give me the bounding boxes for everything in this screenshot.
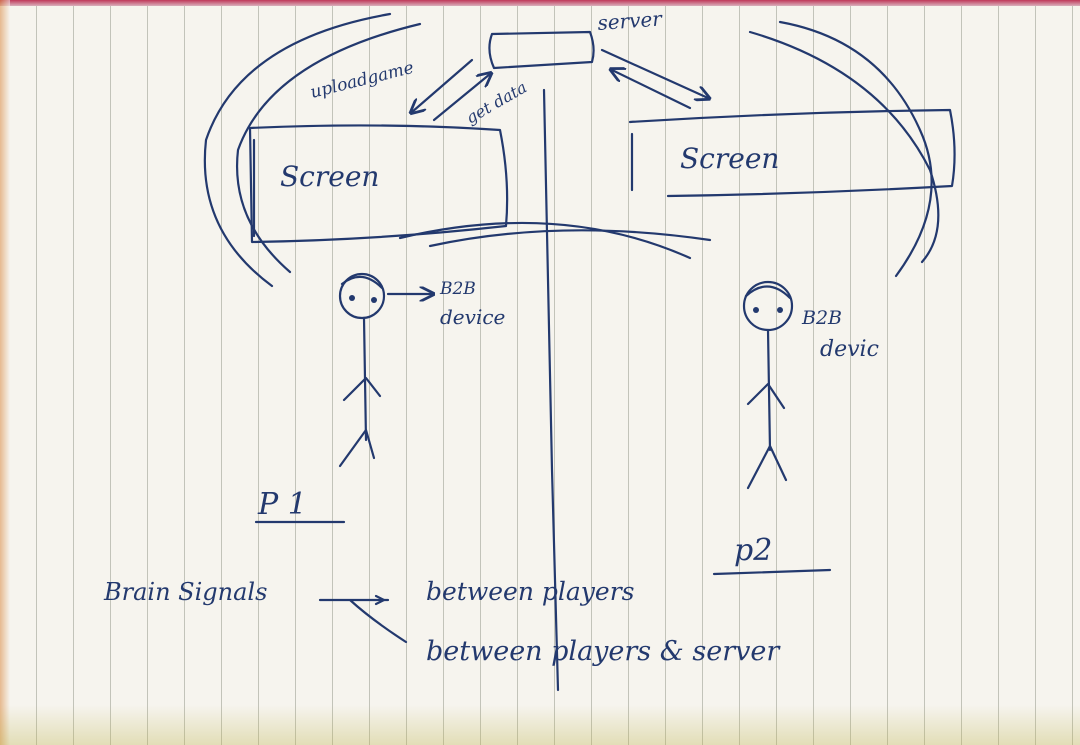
screen2-box bbox=[628, 108, 956, 198]
page-left-edge bbox=[0, 0, 10, 745]
upload-label: uploadgame bbox=[308, 58, 415, 103]
screen1-box bbox=[248, 124, 509, 244]
player2-figure bbox=[742, 280, 794, 490]
right-arc-inner bbox=[748, 30, 940, 264]
upload-arrow bbox=[412, 58, 474, 112]
left-arc-inner bbox=[236, 22, 422, 274]
device2-label-line1: B2B bbox=[801, 307, 842, 329]
center-divider-line bbox=[542, 88, 560, 692]
device1-label-line1: B2B bbox=[439, 279, 476, 299]
device2-label-line2: devic bbox=[820, 337, 879, 362]
bottom-arc-2 bbox=[428, 229, 712, 248]
legend-title: Brain Signals bbox=[103, 578, 267, 606]
screen2-label: Screen bbox=[680, 142, 779, 175]
page-top-edge bbox=[0, 0, 1080, 6]
legend-branch-arrow1 bbox=[374, 594, 386, 606]
screen2-to-server-arrow bbox=[612, 70, 692, 110]
bottom-arc-1 bbox=[398, 221, 692, 260]
server-box bbox=[488, 30, 595, 70]
player1-label: P 1 bbox=[257, 487, 307, 522]
left-arc-outer bbox=[203, 12, 392, 288]
server-label: server bbox=[597, 6, 664, 35]
legend-branch-lines bbox=[318, 598, 408, 644]
legend-item1: between players bbox=[426, 577, 634, 606]
server-to-screen2-arrow bbox=[600, 48, 708, 98]
legend-item2: between players & server bbox=[426, 636, 781, 667]
screen1-label: Screen bbox=[280, 160, 379, 193]
right-arc-outer bbox=[778, 20, 933, 278]
player2-underline bbox=[712, 568, 832, 576]
player1-figure bbox=[338, 272, 386, 468]
getdata-label: get data bbox=[463, 78, 531, 128]
getdata-arrow bbox=[432, 74, 490, 122]
page-bottom-stain bbox=[0, 705, 1080, 745]
player2-label: p2 bbox=[734, 533, 772, 568]
device1-label-line2: device bbox=[440, 305, 505, 329]
